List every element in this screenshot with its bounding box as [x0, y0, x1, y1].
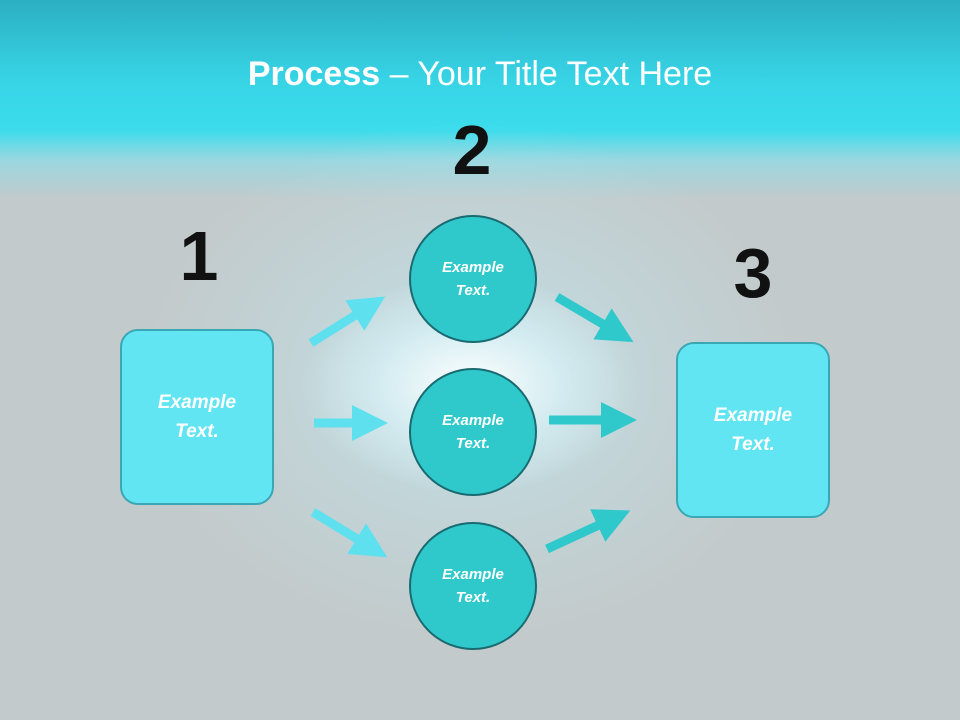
step-1-number: 1 — [179, 217, 219, 295]
title-rest: – Your Title Text Here — [380, 55, 713, 93]
arrow-2-to-3-bottom — [545, 509, 631, 554]
slide-title: Process – Your Title Text Here — [0, 52, 960, 96]
arrow-1-to-2-bottom — [310, 508, 388, 558]
arrow-2-to-3-top — [554, 293, 634, 343]
arrow-1-to-2-top — [308, 296, 386, 347]
title-strong: Process — [247, 55, 381, 93]
step-2-number: 2 — [452, 111, 492, 189]
step-3-number: 3 — [733, 234, 773, 312]
